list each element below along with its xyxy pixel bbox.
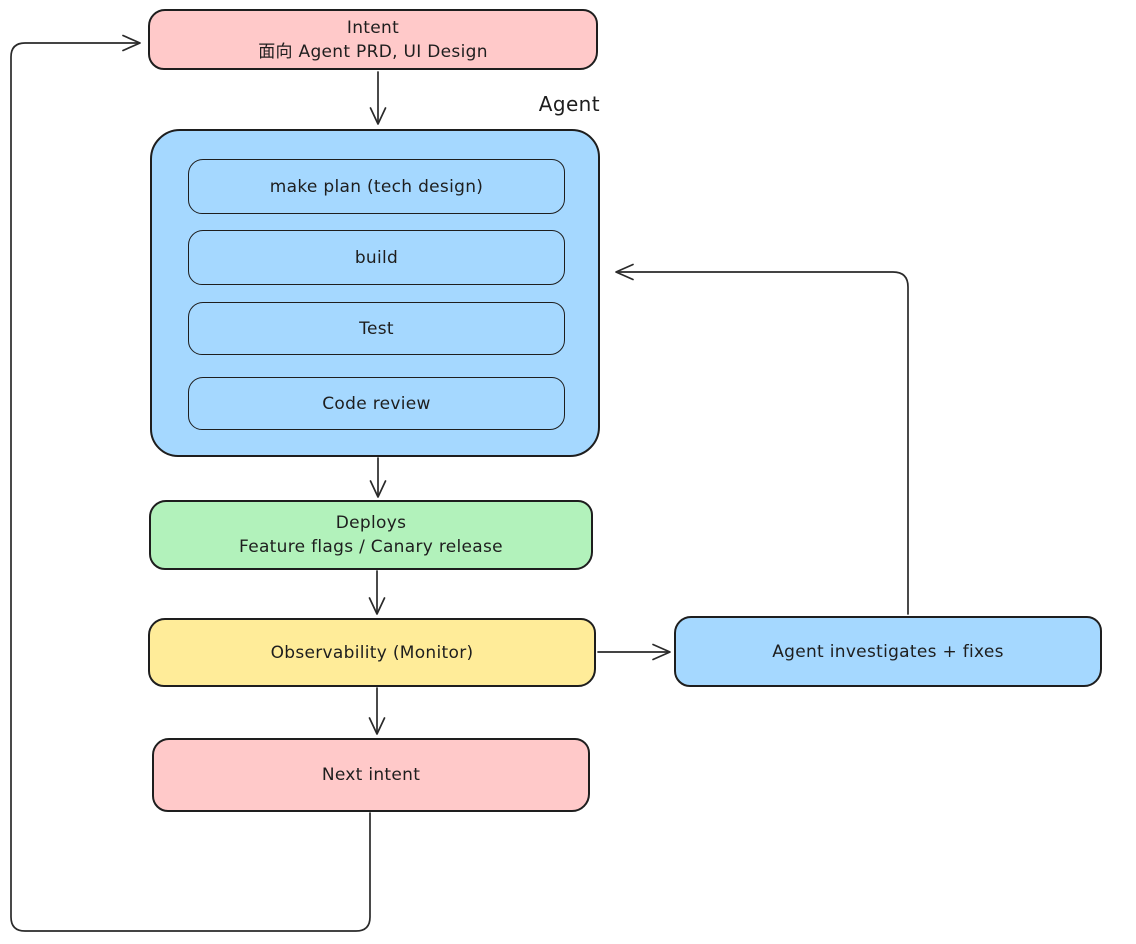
- next-intent-label: Next intent: [321, 765, 421, 785]
- arrow-investigates-to-agent: [615, 263, 909, 615]
- node-step-code-review: Code review: [188, 377, 565, 430]
- deploys-title: Deploys: [335, 513, 407, 533]
- node-agent-group: make plan (tech design) build Test Code …: [150, 129, 600, 457]
- arrow-observability-to-next-intent: [368, 687, 386, 735]
- arrow-intent-to-agent: [369, 71, 387, 125]
- node-agent-investigates: Agent investigates + fixes: [674, 616, 1102, 687]
- arrow-deploys-to-observability: [368, 570, 386, 615]
- agent-group-label: Agent: [538, 92, 600, 116]
- investigates-label: Agent investigates + fixes: [772, 641, 1004, 662]
- arrow-agent-to-deploys: [369, 457, 387, 498]
- observability-label: Observability (Monitor): [270, 642, 474, 663]
- node-observability: Observability (Monitor): [148, 618, 596, 687]
- arrow-observability-to-investigates: [597, 643, 671, 661]
- node-step-test: Test: [188, 302, 565, 355]
- node-next-intent: Next intent: [152, 738, 590, 812]
- intent-title: Intent: [346, 17, 400, 38]
- intent-subtitle: 面向 Agent PRD, UI Design: [258, 41, 488, 62]
- deploys-subtitle: Feature flags / Canary release: [239, 537, 503, 557]
- node-deploys: Deploys Feature flags / Canary release: [149, 500, 593, 570]
- node-intent: Intent 面向 Agent PRD, UI Design: [148, 9, 598, 70]
- node-step-make-plan: make plan (tech design): [188, 159, 565, 214]
- node-step-build: build: [188, 230, 565, 285]
